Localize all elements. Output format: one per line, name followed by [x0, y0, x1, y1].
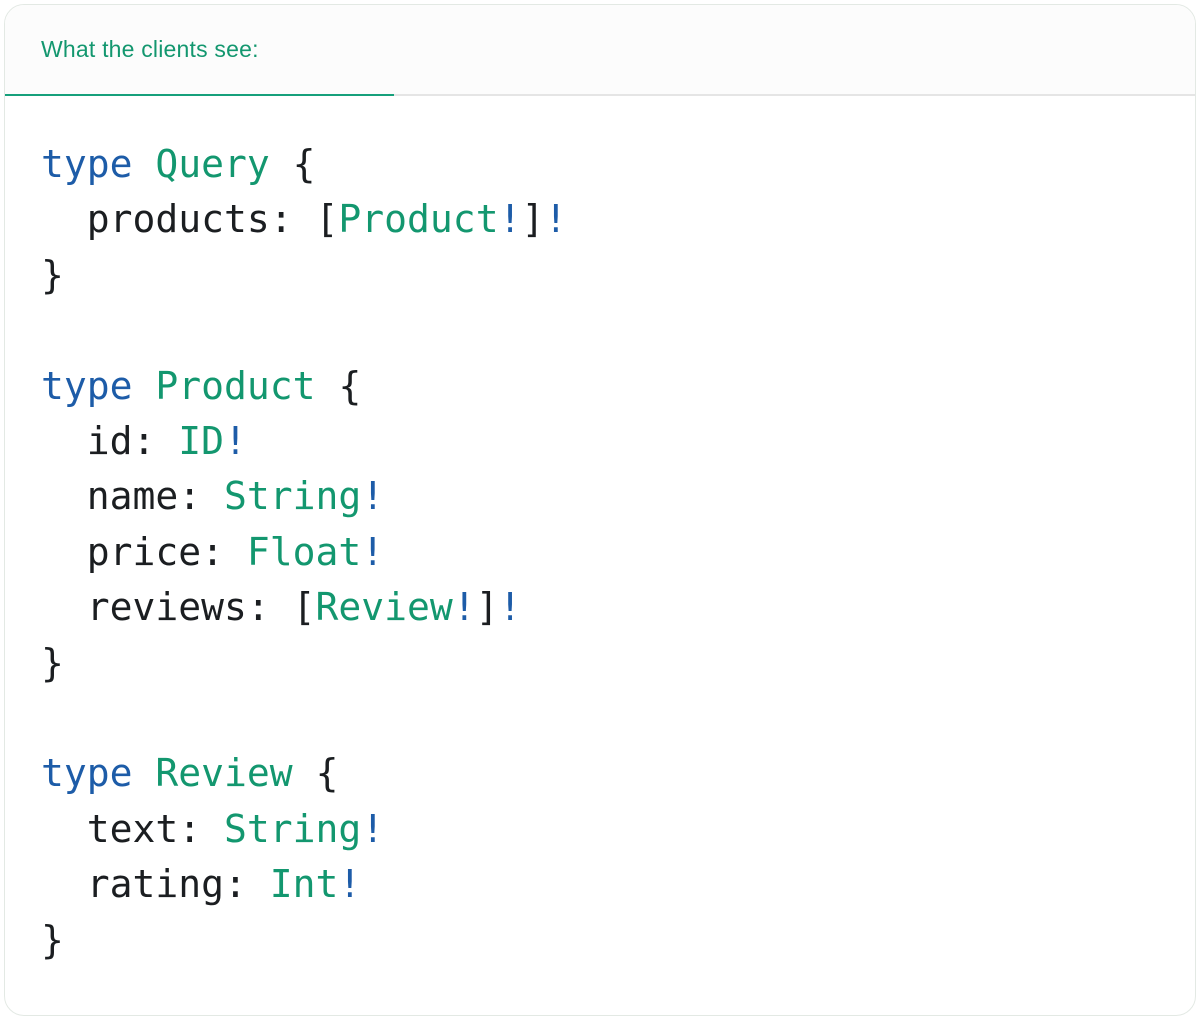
code-token-type: Review	[315, 585, 453, 630]
code-line: rating: Int!	[41, 857, 1165, 912]
code-line: price: Float!	[41, 525, 1165, 580]
code-token-plain: price:	[41, 529, 247, 574]
code-token-keyword: type	[41, 142, 133, 186]
code-token-plain: reviews: [	[41, 585, 316, 630]
code-token-type: ID	[178, 419, 225, 464]
tab-what-clients-see[interactable]: What the clients see:	[5, 5, 394, 96]
code-token-plain: rating:	[41, 862, 270, 907]
code-token-plain: id:	[41, 419, 179, 464]
code-line: type Query {	[41, 137, 1165, 192]
code-line: type Product {	[41, 359, 1165, 414]
code-token-type: Review	[155, 751, 293, 796]
code-token-bang: !	[361, 806, 385, 851]
code-line: reviews: [Review!]!	[41, 580, 1165, 635]
code-token-type: Int	[269, 862, 339, 907]
code-line: text: String!	[41, 802, 1165, 857]
code-token-plain: {	[292, 751, 339, 796]
code-token-bang: !	[452, 585, 476, 630]
code-line: type Review {	[41, 746, 1165, 801]
code-token-bang: !	[498, 197, 522, 242]
code-token-plain: name:	[41, 474, 225, 519]
code-token-plain: ]	[521, 197, 545, 242]
code-token-plain	[133, 364, 156, 408]
code-token-keyword: type	[41, 751, 133, 796]
code-token-plain: ]	[475, 585, 499, 630]
code-token-plain: {	[269, 142, 316, 186]
code-token-plain: }	[41, 917, 64, 962]
tab-bar: What the clients see:	[5, 5, 1195, 96]
code-token-keyword: type	[41, 363, 133, 408]
code-line: name: String!	[41, 469, 1165, 524]
code-line: id: ID!	[41, 414, 1165, 469]
code-token-type: String	[224, 474, 362, 519]
code-line: }	[41, 636, 1165, 691]
code-token-type: String	[224, 806, 362, 851]
code-token-plain	[133, 142, 156, 186]
code-line: }	[41, 248, 1165, 303]
code-block: type Query { products: [Product!]!} type…	[5, 96, 1195, 1015]
code-token-bang: !	[361, 529, 385, 574]
code-token-type: Product	[338, 197, 499, 242]
code-token-plain: }	[41, 640, 64, 685]
code-token-bang: !	[224, 419, 247, 464]
code-line	[41, 691, 1165, 746]
code-token-bang: !	[498, 585, 522, 630]
code-token-type: Product	[155, 363, 316, 408]
active-tab-underline	[5, 94, 394, 96]
code-token-plain: }	[41, 252, 64, 297]
tab-label: What the clients see:	[41, 36, 259, 62]
code-token-bang: !	[338, 862, 362, 907]
code-token-bang: !	[361, 474, 385, 519]
code-token-plain: {	[315, 363, 362, 408]
code-line: products: [Product!]!	[41, 192, 1165, 247]
code-token-bang: !	[544, 197, 568, 242]
code-token-type: Query	[155, 142, 270, 186]
code-line	[41, 303, 1165, 358]
code-token-plain	[133, 751, 156, 795]
code-token-plain: text:	[41, 806, 225, 851]
code-panel-card: What the clients see: type Query { produ…	[4, 4, 1196, 1016]
code-token-type: Float	[246, 529, 362, 574]
code-token-plain: products: [	[41, 197, 339, 242]
code-line: }	[41, 913, 1165, 968]
